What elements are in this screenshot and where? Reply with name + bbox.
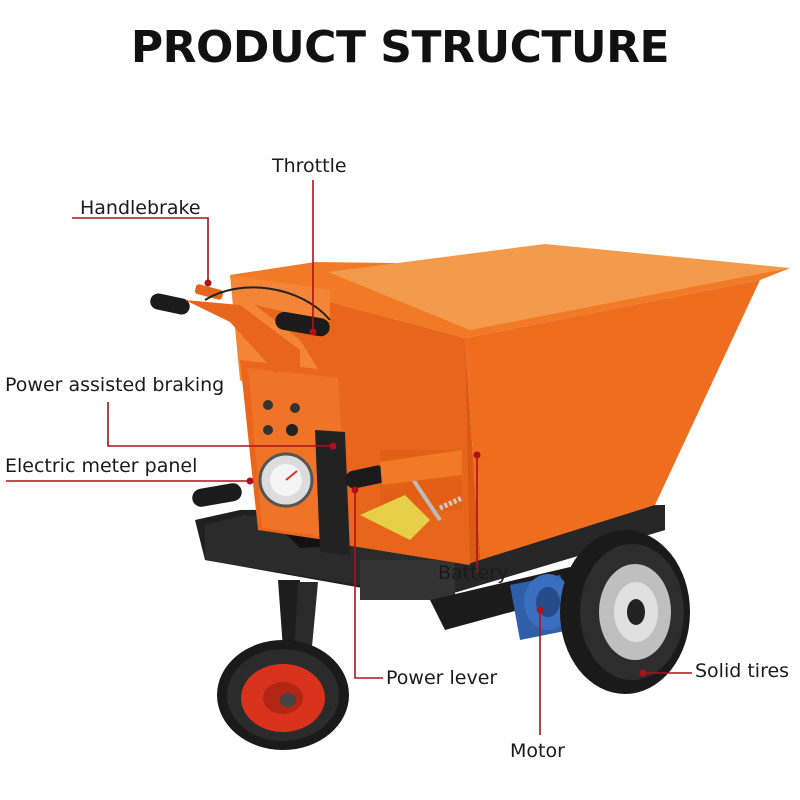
front-wheel (217, 640, 349, 750)
callout-labels: Throttle Handlebrake Power assisted brak… (5, 155, 789, 762)
leader-power-lever (354, 490, 383, 679)
label-electric-meter-panel: Electric meter panel (5, 455, 197, 477)
leader-dot-battery (473, 451, 481, 459)
leader-dot-throttle (309, 328, 317, 336)
label-throttle: Throttle (271, 155, 347, 177)
leader-dot-electric-meter-panel (246, 477, 254, 485)
handlebars (150, 284, 462, 507)
brake-linkage (315, 430, 464, 555)
label-motor: Motor (510, 740, 565, 762)
leader-dot-solid-tires (639, 669, 647, 677)
leader-dot-handlebrake (204, 279, 212, 287)
callout-leaders (6, 180, 692, 735)
leader-dot-motor (536, 606, 544, 614)
electric-wheelbarrow-illustration (150, 244, 790, 750)
leader-dot-power-assisted-braking (329, 442, 337, 450)
label-power-lever: Power lever (386, 667, 497, 689)
leader-handlebrake (72, 217, 209, 283)
leader-power-assisted-braking (107, 402, 333, 447)
label-solid-tires: Solid tires (695, 660, 789, 682)
rear-wheel (560, 530, 690, 694)
label-handlebrake: Handlebrake (80, 197, 201, 219)
label-power-assisted-braking: Power assisted braking (5, 374, 224, 396)
leader-dot-power-lever (351, 486, 359, 494)
label-battery: Battery (438, 562, 508, 584)
page-title: PRODUCT STRUCTURE (130, 22, 670, 73)
